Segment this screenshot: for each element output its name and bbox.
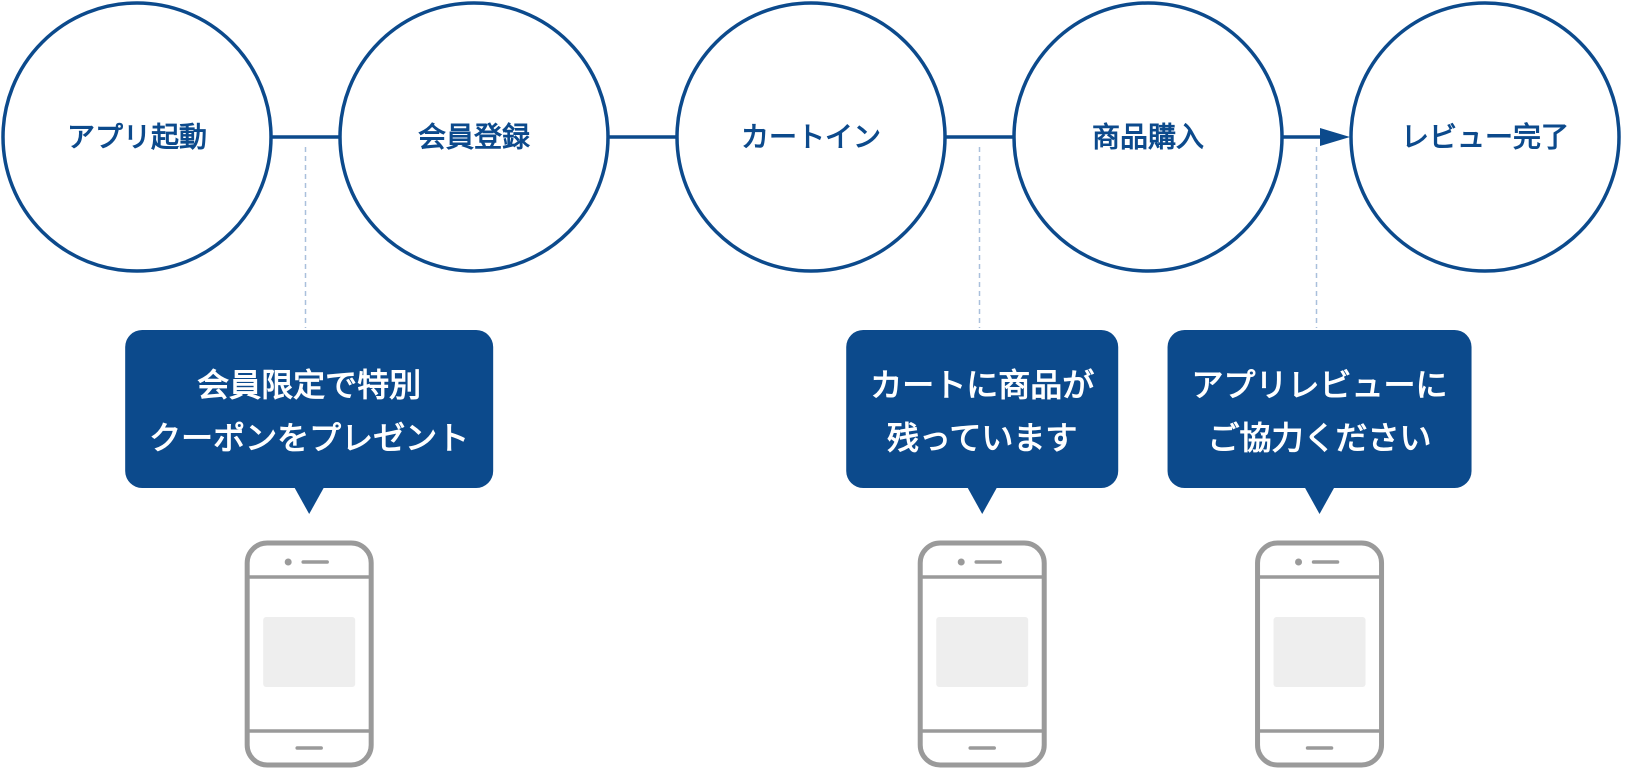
step-circle: [675, 1, 947, 273]
phone-screen-content: [936, 617, 1029, 687]
speech-bubble-body: [1167, 330, 1472, 488]
speech-bubble-body: [125, 330, 494, 488]
speech-bubble-tail: [294, 487, 325, 514]
phone-camera-icon: [1295, 558, 1303, 566]
step-circle: [1012, 1, 1284, 273]
step-4: 商品購入: [1012, 1, 1284, 273]
step-label: 会員登録: [418, 121, 531, 154]
step-circle: [338, 1, 610, 273]
arrow-right-icon: [1320, 128, 1350, 146]
smartphone-icon: [1255, 540, 1385, 768]
smartphone-icon: [917, 540, 1047, 768]
callout-text: アプリレビューに: [1192, 366, 1448, 404]
callout-text: 会員限定で特別: [197, 366, 421, 404]
step-5: レビュー完了: [1349, 1, 1621, 273]
callout-text: カートに商品が: [870, 366, 1094, 404]
step-circle: [1349, 1, 1621, 273]
step-label: 商品購入: [1092, 121, 1204, 154]
phone-camera-icon: [284, 558, 292, 566]
callouts: 会員限定で特別クーポンをプレゼントカートに商品が残っていますアプリレビューにご協…: [125, 147, 1472, 768]
step-label: カートイン: [741, 121, 881, 154]
step-circle: [1, 1, 273, 273]
phone-screen-content: [263, 617, 356, 687]
speech-bubble-tail: [1304, 487, 1335, 514]
phone-camera-icon: [957, 558, 965, 566]
connector-arrow: [1283, 128, 1350, 146]
step-label: レビュー完了: [1401, 121, 1569, 154]
step-connectors: [272, 128, 1350, 146]
step-label: アプリ起動: [67, 121, 207, 154]
speech-bubble-tail: [967, 487, 998, 514]
callout-text: ご協力ください: [1208, 419, 1432, 457]
step-2: 会員登録: [338, 1, 610, 273]
smartphone-icon: [244, 540, 374, 768]
step-3: カートイン: [675, 1, 947, 273]
callout-text: 残っています: [887, 419, 1077, 457]
speech-bubble-body: [846, 330, 1119, 488]
phone-screen-content: [1273, 617, 1366, 687]
callout-text: クーポンをプレゼント: [149, 419, 469, 457]
step-1: アプリ起動: [1, 1, 273, 273]
step-circles: アプリ起動 会員登録 カートイン 商品購入 レビュー完了: [1, 1, 1621, 273]
